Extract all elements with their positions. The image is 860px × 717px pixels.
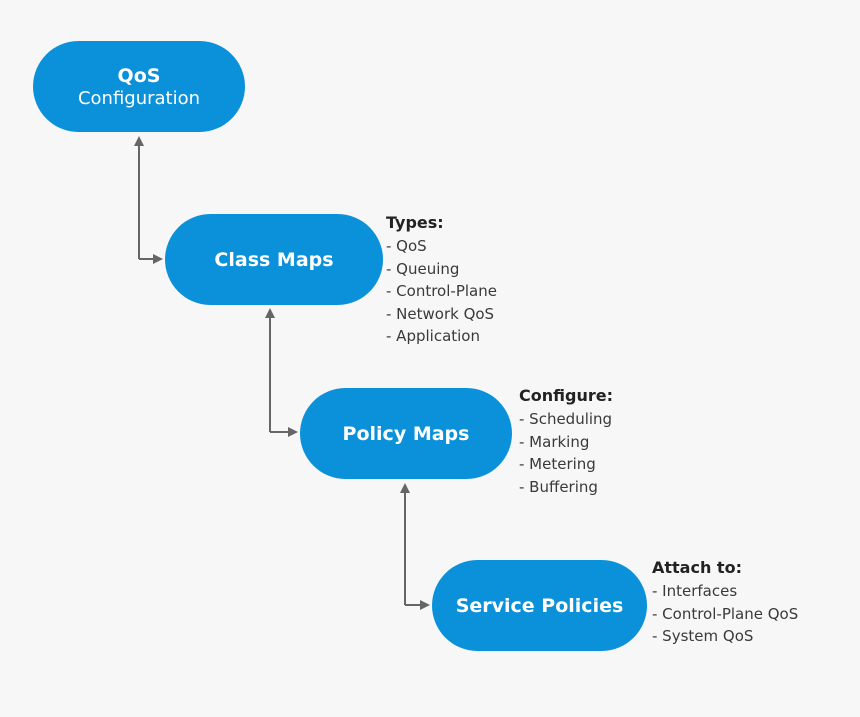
connector-class-to-policy [265, 308, 298, 437]
annotation-list-item: - Interfaces [652, 582, 738, 600]
annotation-configure: Configure: - Scheduling - Marking - Mete… [519, 385, 613, 498]
node-policy-maps: Policy Maps [300, 388, 512, 479]
node-policy-maps-title: Policy Maps [342, 422, 470, 445]
node-class-maps: Class Maps [165, 214, 383, 305]
annotation-list-item: - Network QoS [386, 304, 495, 323]
annotation-list-item: - QoS [386, 237, 427, 255]
annotation-list-item: - Control-Plane QoS [652, 604, 799, 623]
annotation-list-item: - System QoS [652, 627, 754, 645]
annotation-list-item: - Metering [519, 455, 596, 473]
connector-qos-to-class [134, 136, 163, 264]
annotation-configure-list: - Scheduling - Marking - Metering - Buff… [519, 408, 613, 498]
node-qos-title: QoS [117, 64, 161, 87]
annotation-types: Types: - QoS - Queuing - Control-Plane -… [386, 212, 497, 348]
node-qos-subtitle: Configuration [77, 87, 201, 109]
annotation-attach: Attach to: - Interfaces - Control-Plane … [652, 557, 798, 648]
annotation-list-item: - Queuing [386, 259, 460, 278]
annotation-list-item: - Scheduling [519, 410, 613, 428]
annotation-attach-heading: Attach to: [652, 558, 742, 577]
annotation-list-item: - Marking [519, 432, 590, 451]
node-qos-configuration: QoS Configuration [33, 41, 245, 132]
annotation-list-item: - Application [386, 327, 480, 345]
annotation-types-heading: Types: [386, 213, 444, 232]
annotation-configure-heading: Configure: [519, 386, 613, 405]
annotation-types-list: - QoS - Queuing - Control-Plane - Networ… [386, 235, 497, 348]
node-service-policies-title: Service Policies [455, 594, 624, 617]
connector-policy-to-service [400, 483, 430, 610]
annotation-list-item: - Buffering [519, 477, 598, 496]
node-class-maps-title: Class Maps [214, 248, 334, 271]
annotation-list-item: - Control-Plane [386, 282, 497, 300]
node-service-policies: Service Policies [432, 560, 647, 651]
annotation-attach-list: - Interfaces - Control-Plane QoS - Syste… [652, 580, 798, 648]
